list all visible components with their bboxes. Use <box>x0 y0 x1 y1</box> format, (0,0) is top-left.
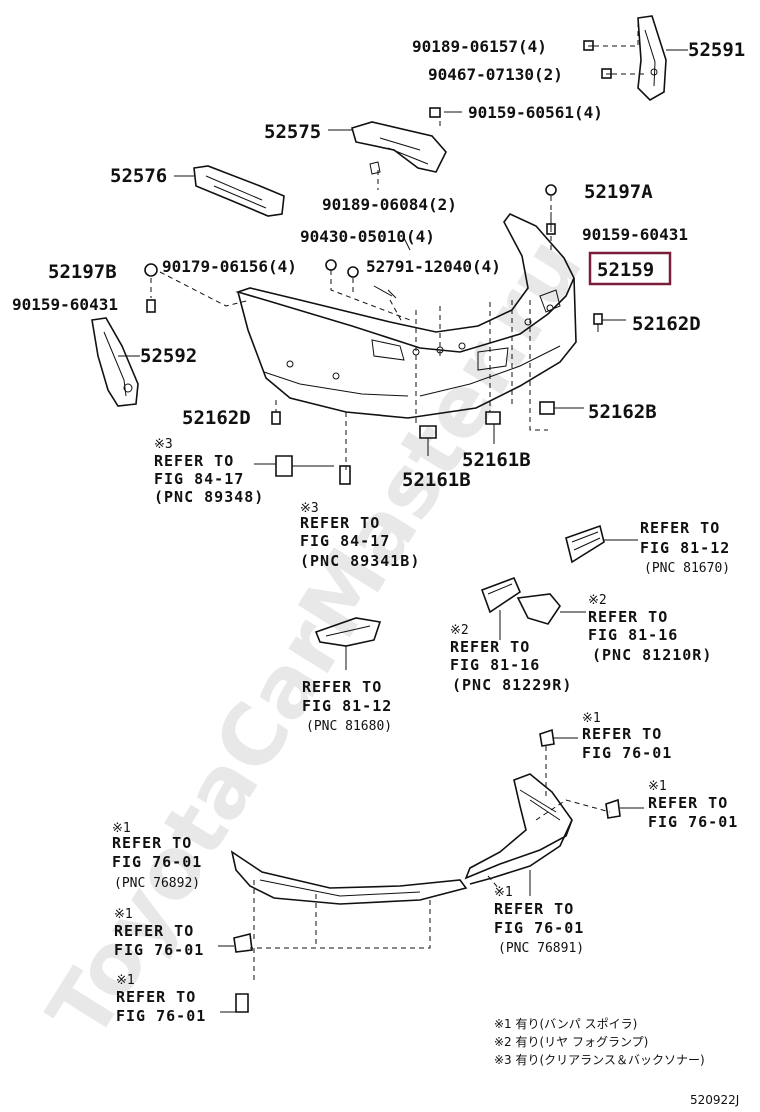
label-52576: 52576 <box>110 165 167 187</box>
reference-callouts: ※3 REFER TO FIG 84-17 (PNC 89348) ※3 REF… <box>112 437 738 1025</box>
diagram-code: 520922J <box>690 1093 739 1107</box>
ref12-mark: ※1 <box>116 973 135 988</box>
ref10-line1: REFER TO <box>494 900 574 918</box>
label-90159-60431-left: 90159-60431 <box>12 295 118 314</box>
ref5-mark: ※2 <box>450 623 469 638</box>
ref4-line3: (PNC 81210R) <box>592 646 712 664</box>
spoiler-drawing <box>218 728 644 1013</box>
ref2-line3: (PNC 89341B) <box>300 552 420 570</box>
part-labels: 90189-06157(4) 90467-07130(2) 52591 9015… <box>12 37 745 491</box>
ref4-line1: REFER TO <box>588 608 668 626</box>
ref1-line3: (PNC 89348) <box>154 488 264 506</box>
label-52591: 52591 <box>688 39 745 61</box>
label-90189-06084: 90189-06084(2) <box>322 195 457 214</box>
legend-note-3: ※3 有り(クリアランス＆バックソナー) <box>494 1053 705 1067</box>
ref8-line2: FIG 76-01 <box>648 813 738 831</box>
bumper-cover-52159-drawing <box>235 213 577 419</box>
label-52161B-right: 52161B <box>462 449 531 471</box>
legend-note-2: ※2 有り(リヤ フォグランプ) <box>494 1035 648 1049</box>
label-52592: 52592 <box>140 345 197 367</box>
ref5-line1: REFER TO <box>450 638 530 656</box>
ref10-line2: FIG 76-01 <box>494 919 584 937</box>
ref3-line1: REFER TO <box>640 519 720 537</box>
ref1-line2: FIG 84-17 <box>154 470 244 488</box>
ref10-line3: (PNC 76891) <box>498 941 584 956</box>
label-90430-05010: 90430-05010(4) <box>300 227 435 246</box>
ref10-mark: ※1 <box>494 885 513 900</box>
ref6-line3: (PNC 81680) <box>306 719 392 734</box>
ref2-line1: REFER TO <box>300 514 380 532</box>
label-52575: 52575 <box>264 121 321 143</box>
bracket-52592-drawing <box>91 317 140 407</box>
label-52159: 52159 <box>597 259 654 281</box>
bracket-52591-drawing <box>583 15 688 101</box>
ref3-line3: (PNC 81670) <box>644 561 730 576</box>
ref12-line2: FIG 76-01 <box>116 1007 206 1025</box>
legend: ※1 有り(バンパ スポイラ) ※2 有り(リヤ フォグランプ) ※3 有り(ク… <box>494 1017 705 1067</box>
label-52791-12040: 52791-12040(4) <box>366 257 501 276</box>
ref7-mark: ※1 <box>582 711 601 726</box>
label-52161B-left: 52161B <box>402 469 471 491</box>
ref6-line1: REFER TO <box>302 678 382 696</box>
ref4-line2: FIG 81-16 <box>588 626 678 644</box>
label-52197B: 52197B <box>48 261 117 283</box>
ref2-line2: FIG 84-17 <box>300 532 390 550</box>
ref9-line3: (PNC 76892) <box>114 876 200 891</box>
label-90189-06157: 90189-06157(4) <box>412 37 547 56</box>
ref1-line1: REFER TO <box>154 452 234 470</box>
ref3-line2: FIG 81-12 <box>640 539 730 557</box>
ref5-line3: (PNC 81229R) <box>452 676 572 694</box>
label-90159-60431-right: 90159-60431 <box>582 225 688 244</box>
bracket-52576-drawing <box>174 165 285 217</box>
ref7-line1: REFER TO <box>582 725 662 743</box>
ref9-line1: REFER TO <box>112 834 192 852</box>
ref7-line2: FIG 76-01 <box>582 744 672 762</box>
bracket-52575-drawing <box>328 107 462 190</box>
label-52162D-right: 52162D <box>632 313 701 335</box>
ref4-mark: ※2 <box>588 593 607 608</box>
lamps-drawing <box>314 524 638 670</box>
legend-note-1: ※1 有り(バンパ スポイラ) <box>494 1017 637 1031</box>
ref12-line1: REFER TO <box>116 988 196 1006</box>
label-52197A: 52197A <box>584 181 653 203</box>
ref11-line2: FIG 76-01 <box>114 941 204 959</box>
ref2-mark: ※3 <box>300 501 319 516</box>
label-90159-60561: 90159-60561(4) <box>468 103 603 122</box>
ref6-line2: FIG 81-12 <box>302 697 392 715</box>
ref9-line2: FIG 76-01 <box>112 853 202 871</box>
ref5-line2: FIG 81-16 <box>450 656 540 674</box>
ref1-mark: ※3 <box>154 437 173 452</box>
label-90179-06156: 90179-06156(4) <box>162 257 297 276</box>
label-52162B: 52162B <box>588 401 657 423</box>
label-52162D-left: 52162D <box>182 407 251 429</box>
ref9-mark: ※1 <box>112 821 131 836</box>
ref11-line1: REFER TO <box>114 922 194 940</box>
label-90467-07130: 90467-07130(2) <box>428 65 563 84</box>
ref8-line1: REFER TO <box>648 794 728 812</box>
ref8-mark: ※1 <box>648 779 667 794</box>
ref11-mark: ※1 <box>114 907 133 922</box>
fasteners-drawing <box>144 184 626 485</box>
highlight-box <box>588 251 672 286</box>
